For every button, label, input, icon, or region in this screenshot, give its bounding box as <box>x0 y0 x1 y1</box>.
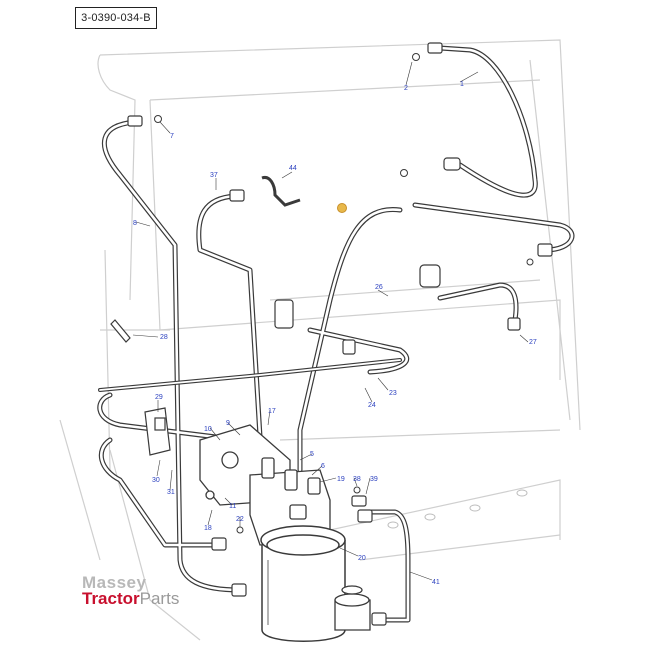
drawing-reference-code: 3-0390-034-B <box>75 7 157 29</box>
banjo-bolts-right <box>351 495 373 523</box>
callout-2: 2 <box>404 85 408 92</box>
callout-37: 37 <box>210 172 218 179</box>
callout-29: 29 <box>155 394 163 401</box>
callout-22: 22 <box>236 516 244 523</box>
pipe-41 <box>367 509 411 623</box>
callout-1: 1 <box>460 81 464 88</box>
callout-6: 6 <box>321 463 325 470</box>
fitting-41-end <box>371 612 387 626</box>
callout-8: 8 <box>133 220 137 227</box>
fitting-23 <box>342 339 356 355</box>
bracket-29 <box>144 407 171 456</box>
callout-18: 18 <box>204 525 212 532</box>
callout-20: 20 <box>358 555 366 562</box>
pipe-main-left <box>98 437 218 548</box>
highlighted-part-marker <box>337 203 347 213</box>
callout-39: 39 <box>370 476 378 483</box>
logo-word-parts: Parts <box>139 589 180 608</box>
washer-38 <box>353 486 361 494</box>
washer-39 <box>526 258 534 266</box>
fitting-cross <box>419 264 441 288</box>
callout-41: 41 <box>432 579 440 586</box>
pipe-8 <box>101 119 243 593</box>
sediment-bowl <box>334 585 371 631</box>
pipe-lower-loop <box>97 392 243 443</box>
callout-26: 26 <box>375 284 383 291</box>
callout-leaders <box>132 61 529 581</box>
washers <box>154 53 534 534</box>
fitting-1-lower <box>443 157 461 171</box>
fuel-pipes <box>97 45 575 623</box>
callout-38: 38 <box>353 476 361 483</box>
callout-23: 23 <box>389 390 397 397</box>
fitting-7 <box>127 115 143 127</box>
fitting-27 <box>507 317 521 331</box>
callout-24: 24 <box>368 402 376 409</box>
bolt-28 <box>110 319 131 343</box>
callout-27: 27 <box>529 339 537 346</box>
callout-5: 5 <box>310 451 314 458</box>
fitting-1-end <box>427 42 443 54</box>
callout-19: 19 <box>337 476 345 483</box>
pipe-1 <box>437 45 538 198</box>
washer-2 <box>412 53 420 61</box>
logo-line-1: Massey <box>82 573 147 592</box>
block-bolts <box>387 489 528 529</box>
callout-10: 10 <box>204 426 212 433</box>
washer-22 <box>236 526 244 534</box>
clip-44 <box>261 175 301 207</box>
massey-tractor-parts-logo: Massey TractorParts <box>82 574 179 607</box>
fitting-bracket <box>274 299 294 329</box>
fitting-lower-left <box>211 537 227 551</box>
callout-28: 28 <box>160 334 168 341</box>
logo-word-tractor: Tractor <box>82 589 140 608</box>
logo-line-2: TractorParts <box>82 590 179 607</box>
fuel-filter-canister <box>260 525 346 642</box>
callout-30: 30 <box>152 477 160 484</box>
callout-7: 7 <box>170 133 174 140</box>
callout-11: 11 <box>229 503 236 510</box>
washer-upper-mid <box>400 169 408 177</box>
callout-17: 17 <box>268 408 276 415</box>
pipe-fittings <box>127 42 553 626</box>
fitting-bottom-left <box>231 583 247 597</box>
callout-labels: 1 2 7 8 37 44 28 26 27 23 24 29 30 31 9 … <box>133 81 537 586</box>
fitting-37 <box>229 189 245 202</box>
fitting-39-upper <box>537 243 553 257</box>
callout-9: 9 <box>226 420 230 427</box>
callout-31: 31 <box>167 489 175 496</box>
callout-44: 44 <box>289 165 297 172</box>
washer-7 <box>154 115 162 123</box>
